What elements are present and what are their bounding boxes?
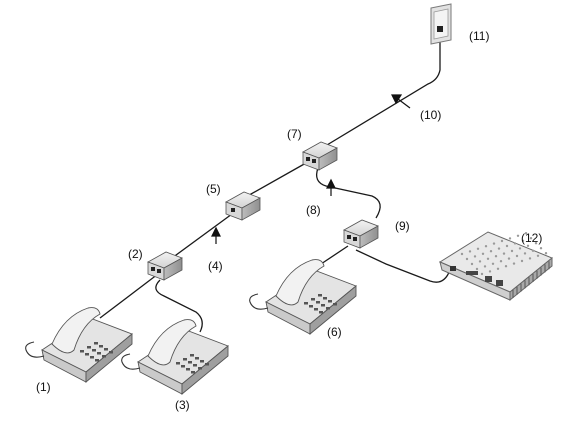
callout-1: (1) <box>36 380 51 394</box>
callout-10: (10) <box>420 108 441 122</box>
callout-8: (8) <box>306 203 321 217</box>
splitter-2-icon <box>148 252 182 280</box>
wall-socket-icon <box>431 4 451 44</box>
splitter-5-icon <box>226 192 260 220</box>
callout-3: (3) <box>175 398 190 412</box>
cable-wall-to-splitter-7 <box>322 33 440 148</box>
callout-11: (11) <box>469 29 489 43</box>
cable-splitter-7-to-splitter-9 <box>317 168 381 218</box>
arrow-4-icon <box>212 228 220 244</box>
callout-12: (12) <box>521 231 542 245</box>
cable-splitter-7-to-splitter-5 <box>244 163 306 198</box>
splitter-7-icon <box>303 142 337 170</box>
callout-9: (9) <box>395 219 410 233</box>
callout-7: (7) <box>287 127 302 141</box>
arrow-8-icon <box>327 180 335 196</box>
callout-2: (2) <box>128 247 143 261</box>
callout-5: (5) <box>206 182 221 196</box>
cable-splitter-9-to-modem <box>356 250 450 282</box>
phone-6-icon <box>250 260 356 334</box>
phone-3-icon <box>122 320 228 394</box>
callout-6: (6) <box>327 325 342 339</box>
cable-splitter-5-to-splitter-2 <box>172 214 232 258</box>
cables <box>100 33 450 332</box>
callout-4: (4) <box>208 259 223 273</box>
phone-1-icon <box>26 308 132 382</box>
splitter-9-icon <box>344 220 378 248</box>
cable-splitter-2-to-phone-1 <box>100 274 158 318</box>
